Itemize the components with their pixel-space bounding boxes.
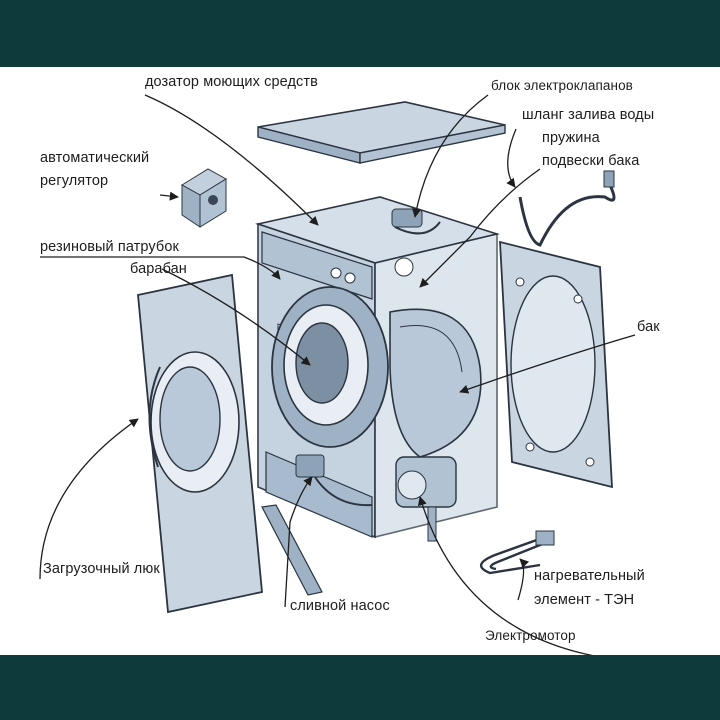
label-rubber-pipe: резиновый патрубок — [40, 239, 179, 255]
drain-pump — [295, 454, 373, 507]
label-heater-line1: нагревательный — [534, 568, 645, 584]
label-auto-regulator-line2: регулятор — [40, 173, 109, 189]
label-spring-line2: подвески бака — [542, 153, 640, 169]
label-drum: барабан — [130, 261, 187, 277]
loading-door — [137, 273, 263, 614]
label-motor: Электромотор — [485, 628, 576, 643]
label-valve-block: блок электроклапанов — [491, 78, 633, 93]
label-spring-line1: пружина — [542, 130, 600, 146]
top-lid — [257, 101, 506, 164]
hose-fitting — [603, 170, 615, 188]
front-strip — [261, 504, 323, 596]
label-loading-door: Загрузочный люк — [43, 561, 160, 577]
label-tank: бак — [637, 319, 660, 335]
label-heater-line2: элемент - ТЭН — [534, 592, 635, 608]
leader-lines — [39, 94, 636, 655]
drum — [271, 286, 389, 448]
inlet-hose — [518, 184, 616, 247]
back-panel — [499, 240, 613, 489]
heating-element — [480, 530, 555, 575]
motor — [395, 456, 457, 542]
washing-machine-illustration — [39, 94, 636, 655]
label-inlet-hose: шланг залива воды — [522, 107, 655, 123]
tank — [389, 308, 482, 458]
label-dispenser: дозатор моющих средств — [145, 74, 318, 90]
label-auto-regulator-line1: автоматический — [40, 150, 150, 166]
diagram-area: дозатор моющих средств блок электроклапа… — [0, 67, 720, 655]
auto-regulator — [181, 168, 227, 228]
label-drain-pump: сливной насос — [290, 598, 390, 614]
